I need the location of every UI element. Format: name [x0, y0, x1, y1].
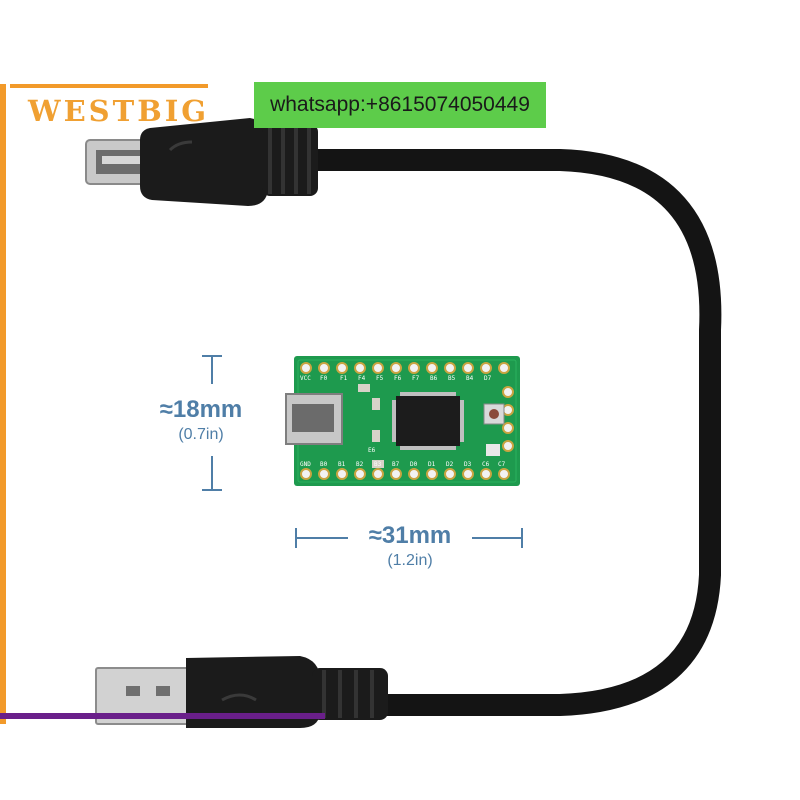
height-dimension: ≈18mm (0.7in)	[140, 396, 262, 444]
pin-label: B4	[466, 375, 474, 382]
pin-label: F7	[412, 375, 420, 382]
pin-label: B7	[392, 461, 400, 468]
pin-label: D7	[484, 375, 492, 382]
pin-label: B0	[320, 461, 328, 468]
dimension-lines	[202, 355, 523, 548]
width-value: ≈31mm	[368, 522, 452, 549]
pin-label: D0	[410, 461, 418, 468]
decorative-bar	[0, 713, 325, 719]
height-imperial: (0.7in)	[178, 426, 224, 443]
pin-label: F4	[358, 375, 366, 382]
pin-label: B6	[430, 375, 438, 382]
mini-usb-connector	[85, 118, 318, 206]
pin-label: B5	[448, 375, 456, 382]
pin-label: B2	[356, 461, 364, 468]
pin-label: B1	[338, 461, 346, 468]
pin-label: F6	[394, 375, 402, 382]
usb-a-connector	[95, 656, 388, 728]
pin-label: VCC	[300, 375, 311, 382]
pin-label: C6	[482, 461, 490, 468]
usb-cable	[301, 149, 722, 716]
pin-label: D2	[446, 461, 454, 468]
pin-label: F1	[340, 375, 348, 382]
pin-label: GND	[300, 461, 311, 468]
whatsapp-contact-badge: whatsapp:+8615074050449	[254, 82, 546, 128]
width-imperial: (1.2in)	[387, 552, 433, 569]
pin-label: E6	[368, 447, 376, 454]
pin-label: D3	[464, 461, 472, 468]
pin-label: F5	[376, 375, 384, 382]
teensy-board: VCC F0 F1 F4 F5 F6 F7 B6 B5 B4 D7 GND B0…	[285, 356, 520, 486]
pin-label: D1	[428, 461, 436, 468]
width-dimension: ≈31mm (1.2in)	[348, 522, 472, 570]
brand-logo: WESTBIG	[28, 94, 210, 128]
height-value: ≈18mm	[159, 396, 243, 423]
pin-label: F0	[320, 375, 328, 382]
brand-frame-top	[10, 84, 208, 88]
pin-label: C7	[498, 461, 506, 468]
brand-frame-left	[0, 84, 6, 724]
pin-label: B3	[374, 461, 382, 468]
